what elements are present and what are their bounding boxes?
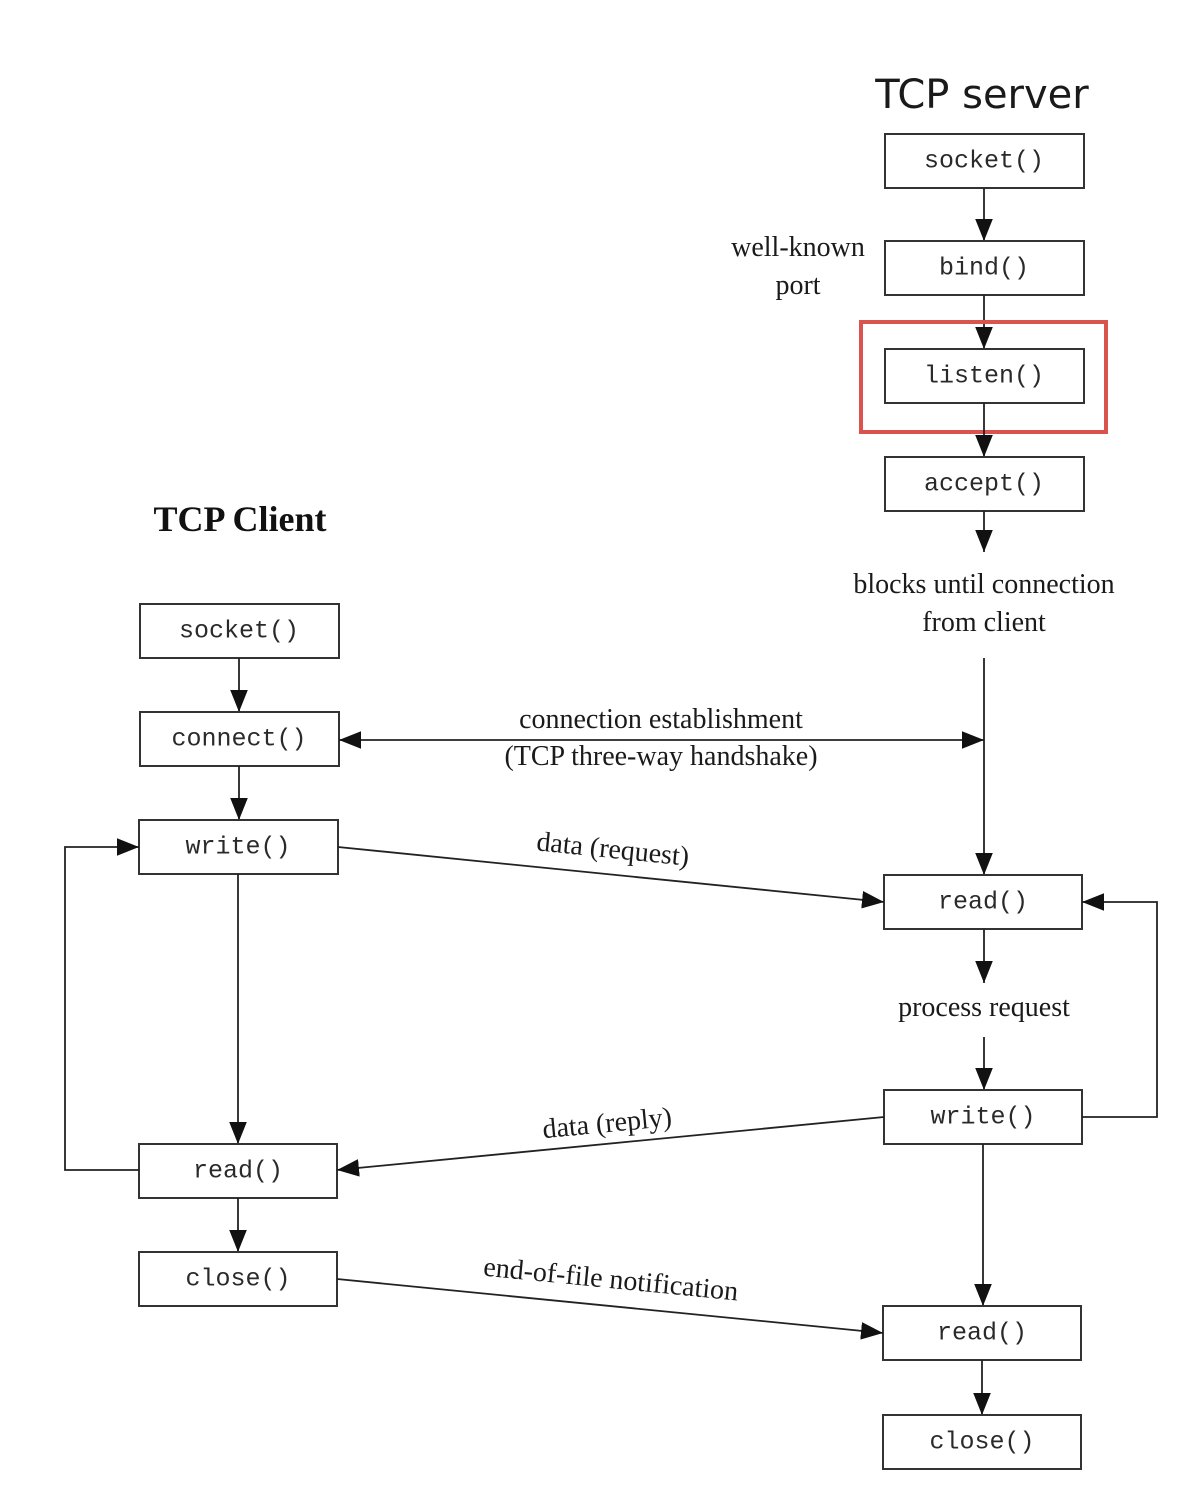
client-socket-box: socket() [139, 603, 340, 659]
server-read-box: read() [883, 874, 1083, 930]
request-arrow [337, 846, 885, 909]
server-read-eof-label: read() [937, 1319, 1027, 1348]
server-socket-label: socket() [924, 147, 1044, 176]
server-listen-label: listen() [924, 362, 1044, 391]
server-listen-box: listen() [884, 348, 1085, 404]
server-read-eof-box: read() [882, 1305, 1082, 1361]
server-read-label: read() [938, 888, 1028, 917]
eof-label: end-of-file notification [482, 1252, 740, 1308]
blocks-until-label-2: from client [922, 607, 1046, 638]
eof-arrow [336, 1278, 884, 1340]
handshake-label-2: (TCP three-way handshake) [504, 741, 817, 772]
server-title: TCP server [874, 72, 1089, 118]
client-title: TCP Client [153, 499, 326, 539]
server-write-box: write() [883, 1089, 1083, 1145]
client-socket-label: socket() [179, 617, 299, 646]
client-read-box: read() [138, 1143, 338, 1199]
well-known-port-label-2: port [775, 270, 820, 301]
client-loop-arrow [64, 838, 139, 1171]
blocks-until-label-1: blocks until connection [853, 569, 1114, 600]
request-label: data (request) [535, 826, 690, 872]
server-loop-arrow [1082, 893, 1158, 1118]
well-known-port-label-1: well-known [731, 232, 865, 263]
client-write-label: write() [185, 833, 290, 862]
server-bind-box: bind() [884, 240, 1085, 296]
server-bind-label: bind() [939, 254, 1029, 283]
client-connect-box: connect() [139, 711, 340, 767]
client-write-box: write() [138, 819, 339, 875]
server-write-label: write() [930, 1103, 1035, 1132]
client-close-label: close() [185, 1265, 290, 1294]
client-close-box: close() [138, 1251, 338, 1307]
server-accept-label: accept() [924, 470, 1044, 499]
server-accept-box: accept() [884, 456, 1085, 512]
server-close-box: close() [882, 1414, 1082, 1470]
process-request-label: process request [898, 992, 1070, 1023]
server-close-label: close() [929, 1428, 1034, 1457]
client-connect-label: connect() [171, 725, 306, 754]
server-socket-box: socket() [884, 133, 1085, 189]
client-read-label: read() [193, 1157, 283, 1186]
reply-arrow [336, 1116, 885, 1177]
handshake-label-1: connection establishment [519, 704, 803, 735]
